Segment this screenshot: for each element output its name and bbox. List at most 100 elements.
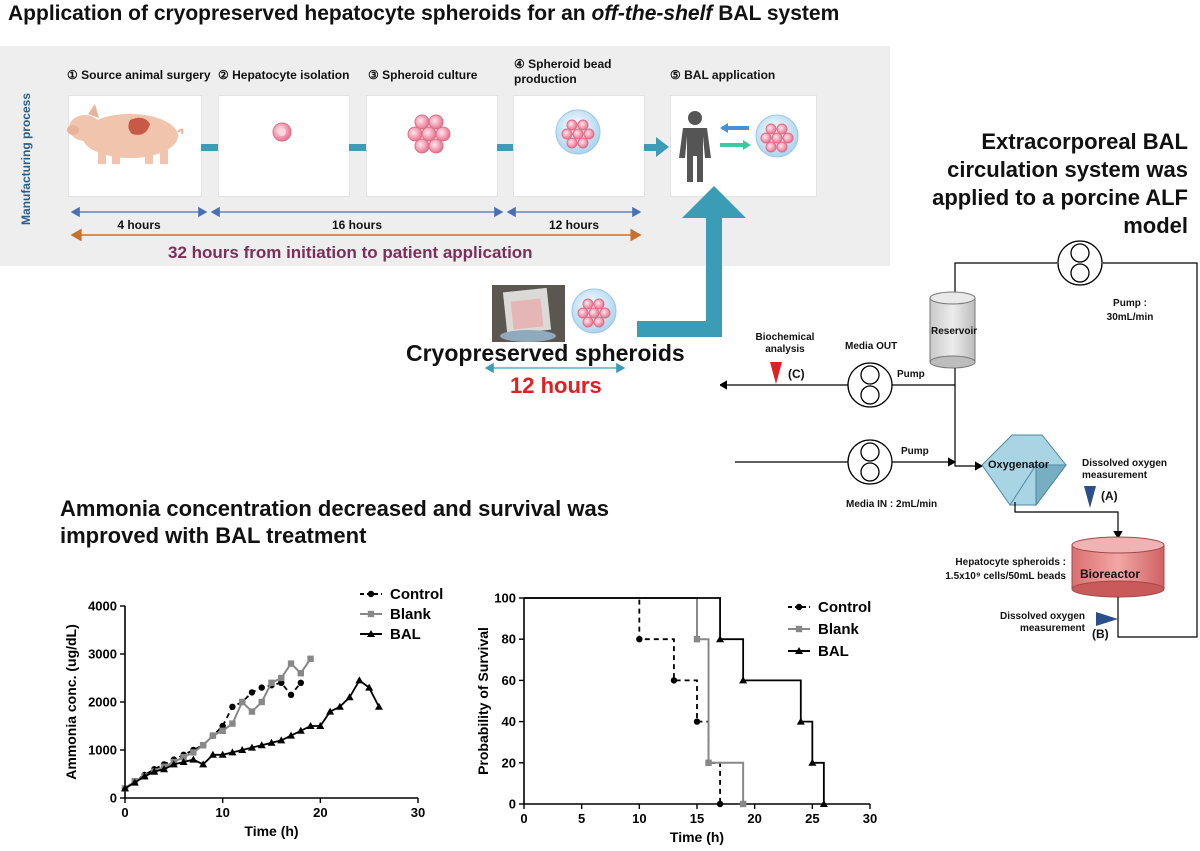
y-tick-label: 0	[509, 797, 516, 812]
data-point-bal	[287, 731, 296, 739]
data-point-bal	[739, 676, 748, 684]
y-tick-label: 60	[502, 673, 516, 688]
step-2-label: ② Hepatocyte isolation	[218, 68, 350, 82]
patient-icon	[679, 111, 711, 182]
marker-a-icon	[1084, 486, 1096, 508]
data-point-bal	[335, 702, 344, 710]
data-point-bal	[179, 758, 188, 765]
marker-c-icon	[770, 362, 782, 384]
data-point-control	[248, 689, 256, 696]
cryo-spheroid-icon	[571, 288, 617, 334]
top-pump-label: Pump :	[1113, 298, 1147, 309]
data-point-control	[636, 636, 643, 643]
y-axis-label: Ammonia conc. (ug/dL)	[63, 624, 79, 780]
connector-3-4	[497, 144, 513, 151]
legend-marker-blank	[367, 610, 375, 618]
connector-4-5	[644, 144, 658, 151]
data-point-bal	[345, 693, 354, 701]
data-point-blank	[239, 698, 246, 706]
x-tick-label: 0	[520, 811, 527, 826]
y-tick-label: 40	[502, 714, 516, 729]
data-point-control	[229, 703, 236, 710]
series-line-bal	[524, 597, 825, 804]
y-tick-label: 3000	[88, 647, 117, 662]
data-point-bal	[160, 765, 169, 773]
data-point-bal	[150, 767, 159, 775]
legend-marker-blank	[795, 625, 803, 633]
do-bottom-label: Dissolved oxygen measurement	[999, 611, 1085, 634]
data-point-bal	[208, 750, 217, 758]
do-top-label: Dissolved oxygen measurement	[1082, 458, 1168, 481]
x-tick-label: 0	[121, 805, 128, 820]
bal-bead-icon	[755, 114, 799, 158]
legend-marker-control	[367, 590, 375, 598]
y-tick-label: 0	[110, 791, 117, 806]
data-point-control	[670, 677, 678, 684]
x-axis-label: Time (h)	[244, 823, 298, 839]
circuit-diagram	[720, 240, 1198, 638]
data-point-bal	[365, 683, 374, 691]
data-point-bal	[326, 707, 335, 715]
marker-a-label: (A)	[1101, 489, 1118, 503]
data-point-bal	[247, 743, 256, 751]
data-point-bal	[199, 760, 208, 768]
data-point-control	[219, 722, 226, 730]
pig-icon	[67, 104, 184, 164]
y-tick-label: 80	[502, 632, 516, 647]
step-1-label: ① Source animal surgery	[67, 68, 211, 82]
data-point-bal	[316, 722, 325, 729]
step-4-label: ④ Spheroid bead production	[514, 57, 612, 86]
y-tick-label: 2000	[88, 695, 117, 710]
data-point-bal	[306, 722, 315, 729]
top-pump-icon	[1057, 240, 1103, 286]
data-point-bal	[796, 717, 805, 725]
title-part2: BAL system	[712, 2, 840, 25]
step-5-label: ⑤ BAL application	[670, 68, 776, 82]
data-point-bal	[716, 635, 725, 643]
title-italic: off-the-shelf	[591, 2, 713, 25]
loop-right	[1103, 262, 1198, 638]
data-point-bal	[130, 778, 139, 786]
data-point-bal	[169, 760, 178, 768]
data-point-blank	[219, 727, 226, 734]
data-point-bal	[374, 702, 383, 710]
data-point-blank	[229, 720, 236, 727]
data-point-blank	[693, 636, 701, 643]
data-point-blank	[268, 679, 275, 686]
cryo-label: Cryopreserved spheroids	[406, 340, 685, 366]
legend-label-control: Control	[818, 599, 871, 616]
data-point-blank	[739, 800, 747, 808]
bioreactor-label: Bioreactor	[1080, 567, 1141, 581]
data-point-blank	[258, 698, 265, 706]
marker-c-label: (C)	[788, 367, 805, 381]
x-tick-label: 5	[578, 811, 585, 826]
series-line-control	[524, 597, 721, 804]
spheroids-line2: 1.5x10⁹ cells/50mL beads	[945, 571, 1066, 582]
data-point-control	[297, 679, 304, 686]
data-point-bal	[296, 726, 305, 734]
series-line-blank	[524, 597, 745, 804]
data-point-control	[287, 691, 295, 698]
data-point-blank	[307, 655, 314, 662]
spheroid-bead-icon	[555, 109, 601, 155]
x-tick-label: 20	[313, 805, 327, 820]
cryo-bag-photo	[492, 285, 565, 342]
legend-label-blank: Blank	[390, 606, 432, 623]
x-tick-label: 10	[632, 811, 646, 826]
oxygenator-label: Oxygenator	[988, 459, 1050, 471]
data-point-bal	[140, 772, 149, 780]
x-tick-label: 15	[690, 811, 704, 826]
data-point-bal	[257, 741, 266, 749]
loop-top-left	[954, 262, 1057, 305]
legend-marker-bal	[367, 630, 375, 637]
legend-label-bal: BAL	[390, 626, 421, 643]
data-point-blank	[209, 732, 217, 739]
cryo-hours: 12 hours	[510, 373, 602, 398]
results-title: Ammonia concentration decreased and surv…	[60, 496, 609, 548]
media-out-pump-icon	[847, 362, 893, 408]
legend-marker-bal	[795, 647, 803, 654]
media-out-pump-label: Pump	[897, 369, 925, 380]
data-point-bal	[228, 748, 237, 756]
connector-1-2	[201, 144, 218, 151]
